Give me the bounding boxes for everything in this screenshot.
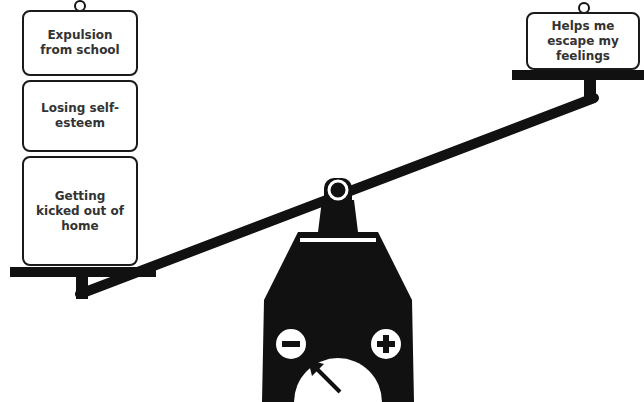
- box-text: Losing self-esteem: [32, 101, 128, 131]
- box-text: Helps me escape my feelings: [536, 19, 630, 64]
- box-text: Getting kicked out of home: [32, 189, 128, 234]
- gauge-needle: [316, 368, 340, 392]
- pivot-mount: [324, 178, 352, 218]
- needle-head: [308, 360, 324, 376]
- plus-symbol: [371, 329, 401, 359]
- minus-symbol: [276, 329, 306, 359]
- pivot: [329, 181, 347, 199]
- text-box: Getting kicked out of home: [22, 156, 138, 266]
- minus-bar: [282, 341, 300, 347]
- text-box: Helps me escape my feelings: [526, 12, 640, 70]
- box-text: Expulsion from school: [32, 28, 128, 58]
- stand-line: [300, 238, 376, 242]
- plus-bar: [383, 335, 389, 353]
- text-box: Expulsion from school: [22, 10, 138, 76]
- gauge-dial: [294, 358, 382, 402]
- text-box: Losing self-esteem: [22, 80, 138, 152]
- stand: [262, 200, 414, 402]
- right-platform: [512, 70, 644, 80]
